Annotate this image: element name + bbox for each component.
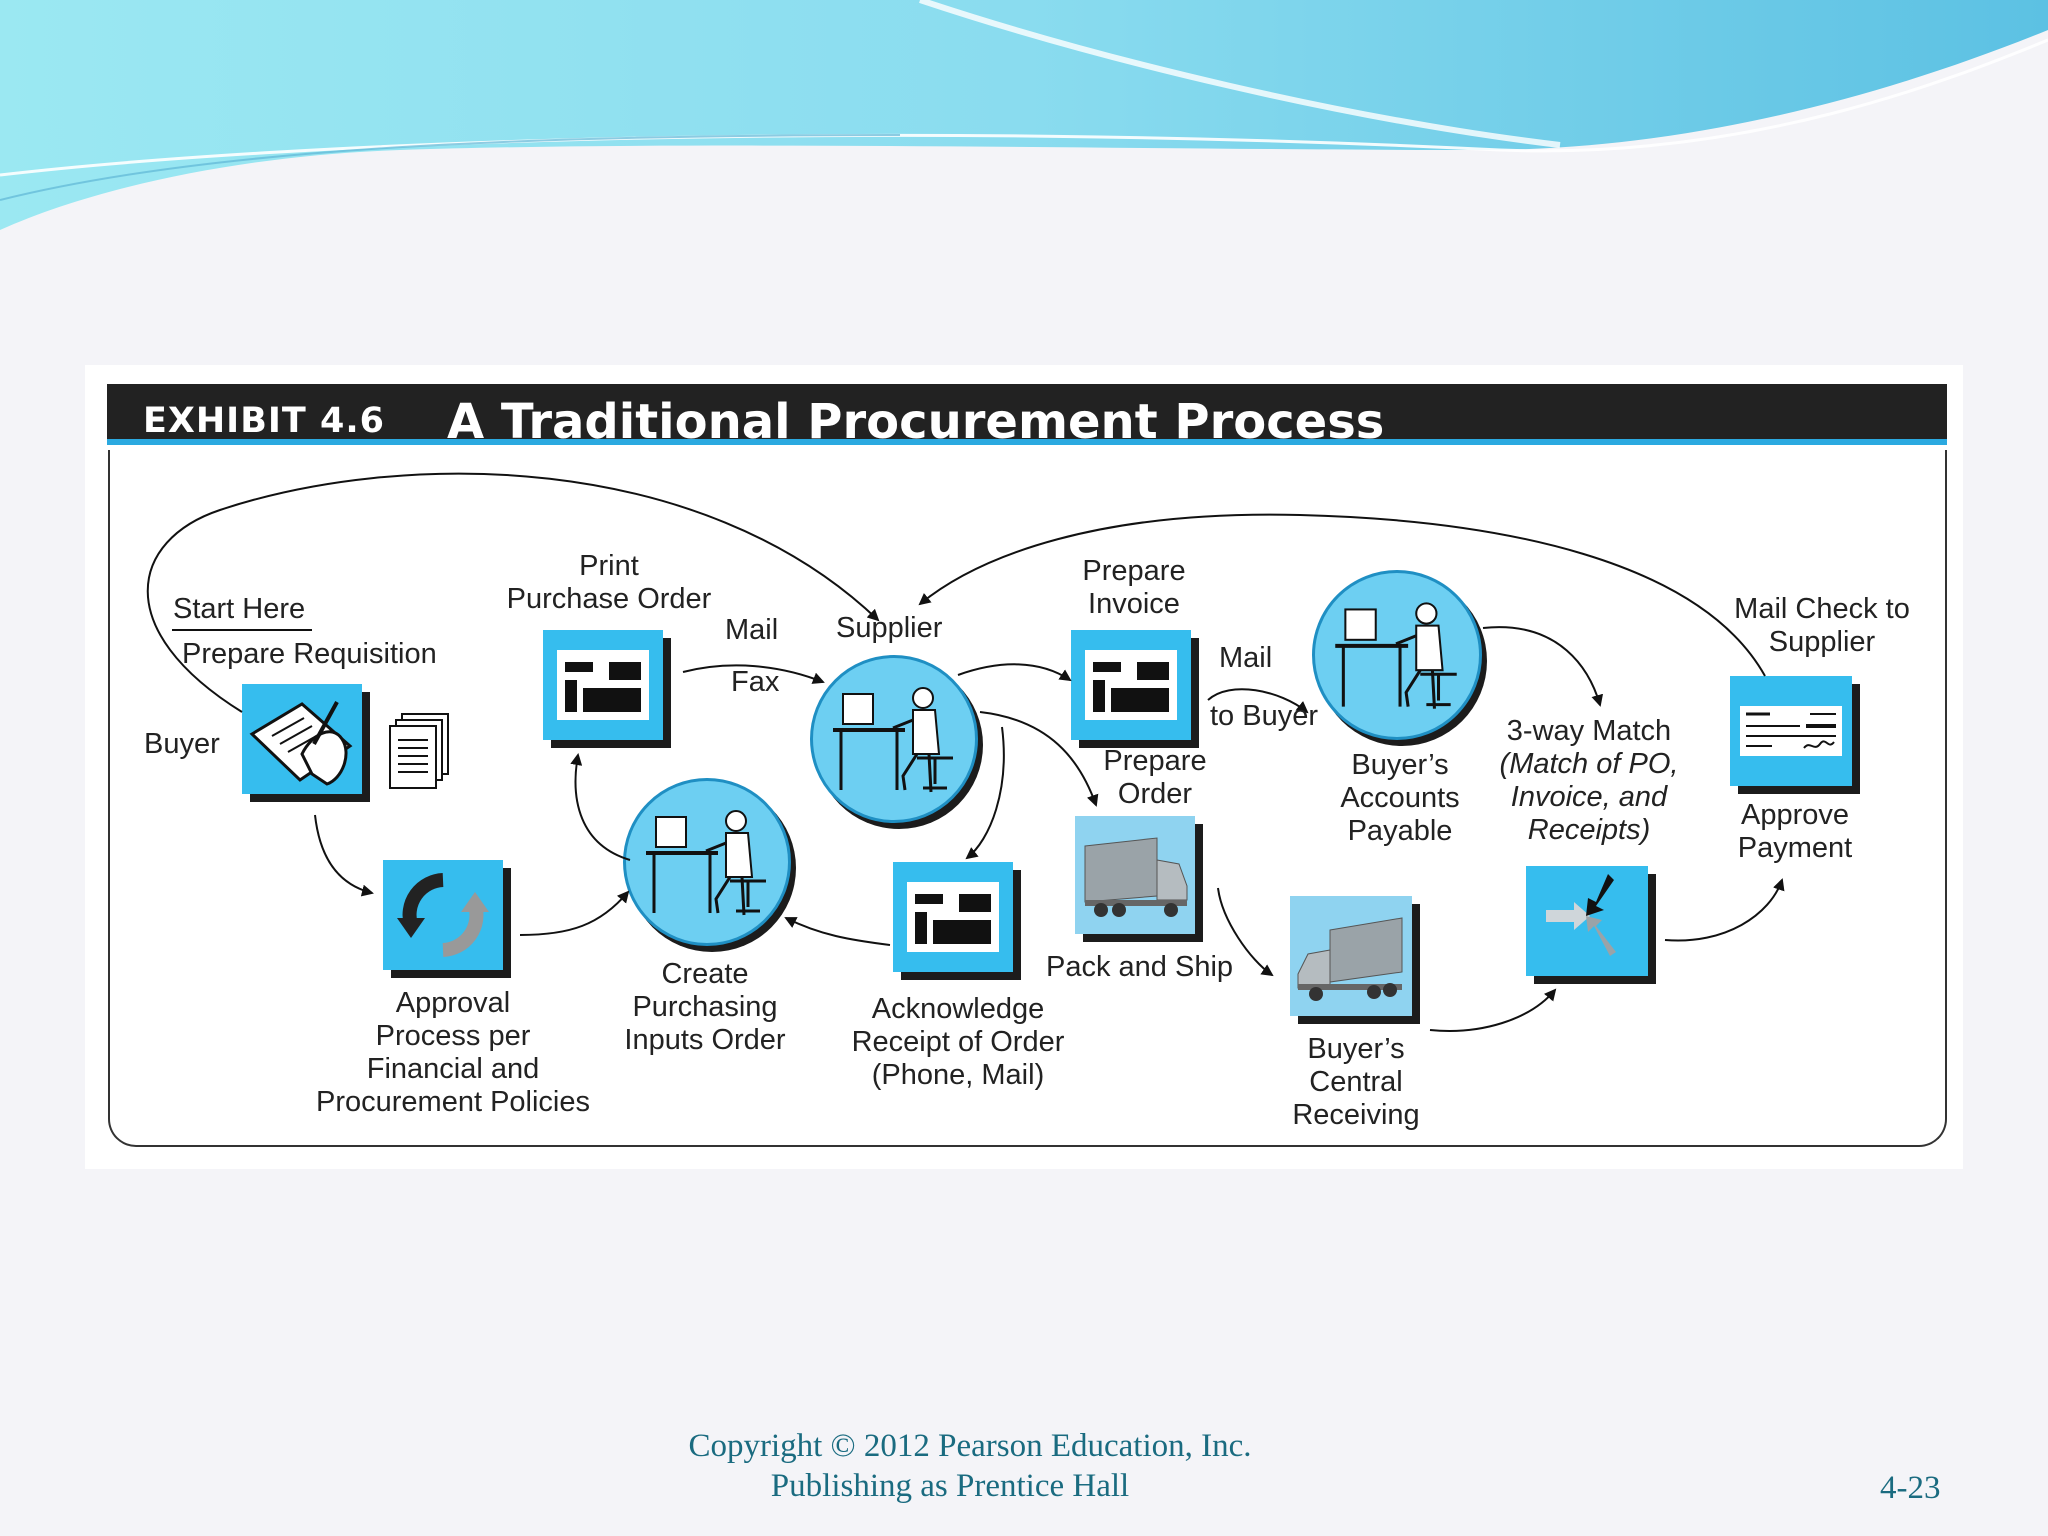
- print-po-label: Print Purchase Order: [498, 550, 720, 616]
- accounts-payable-circle: [1312, 570, 1482, 740]
- person-at-computer-icon: [1335, 602, 1457, 709]
- acknowledge-receipt-label: Acknowledge Receipt of Order (Phone, Mai…: [838, 993, 1078, 1092]
- pack-and-ship-label: Pack and Ship: [1046, 951, 1234, 983]
- requisition-box: [242, 684, 362, 794]
- approval-process-label: Approval Process per Financial and Procu…: [300, 987, 606, 1119]
- supplier-circle: [810, 655, 978, 823]
- invoice-box: [1071, 630, 1191, 740]
- approval-process-label-line2: Process per: [375, 1020, 531, 1052]
- three-way-match-label-line2: (Match of PO,: [1499, 748, 1679, 780]
- buyer-label: Buyer: [144, 728, 220, 760]
- mail-check-label-line2: Supplier: [1768, 626, 1876, 658]
- document-stack-icon: [389, 713, 449, 789]
- wave-banner: [0, 0, 2048, 230]
- print-po-label-line1: Print: [579, 550, 639, 582]
- mail-to-buyer-mail-label: Mail: [1219, 642, 1273, 674]
- approval-process-label-line1: Approval: [395, 987, 511, 1019]
- form-document-icon: [1085, 650, 1177, 720]
- fax-label: Fax: [731, 666, 780, 698]
- copyright-line1: Copyright © 2012 Pearson Education, Inc.: [688, 1428, 1252, 1464]
- create-order-label-line3: Inputs Order: [624, 1024, 786, 1056]
- accounts-payable-label-line3: Payable: [1347, 815, 1453, 847]
- prepare-requisition-label: Prepare Requisition: [182, 638, 437, 670]
- print-po-label-line2: Purchase Order: [506, 583, 712, 615]
- copyright-footer: Copyright © 2012 Pearson Education, Inc.…: [560, 1426, 1380, 1506]
- prepare-invoice-label: Prepare Invoice: [1066, 555, 1202, 621]
- exhibit-number: EXHIBIT 4.6: [143, 401, 385, 441]
- create-order-label-line2: Purchasing: [632, 991, 778, 1023]
- create-order-label-line1: Create: [661, 958, 749, 990]
- accounts-payable-label-line1: Buyer’s: [1351, 749, 1449, 781]
- three-way-match-label: 3-way Match (Match of PO, Invoice, and R…: [1492, 715, 1686, 847]
- approval-box: [383, 860, 503, 970]
- mail-check-label-line1: Mail Check to: [1734, 593, 1910, 625]
- refresh-cycle-icon: [397, 873, 489, 957]
- form-document-icon: [557, 650, 649, 720]
- approval-process-label-line3: Financial and: [366, 1053, 540, 1085]
- central-receiving-label-line3: Receiving: [1292, 1099, 1420, 1131]
- form-document-icon: [907, 882, 999, 952]
- approve-payment-box: [1730, 676, 1852, 786]
- copyright-line2: Publishing as Prentice Hall: [770, 1468, 1130, 1504]
- three-way-match-label-line3: Invoice, and: [1510, 781, 1668, 813]
- start-here-label: Start Here: [173, 593, 306, 625]
- hand-writing-icon: [249, 701, 353, 786]
- prepare-order-label: Prepare Order: [1090, 745, 1220, 811]
- acknowledge-receipt-label-line2: Receipt of Order: [851, 1026, 1065, 1058]
- delivery-truck-icon: [1084, 837, 1188, 917]
- approval-process-label-line4: Procurement Policies: [316, 1086, 590, 1118]
- accounts-payable-label-line2: Accounts: [1340, 782, 1460, 814]
- central-receiving-label: Buyer’s Central Receiving: [1276, 1033, 1436, 1132]
- create-order-circle: [623, 778, 791, 946]
- approve-payment-label-line1: Approve: [1740, 799, 1849, 831]
- supplier-label: Supplier: [836, 612, 943, 644]
- bank-check-icon: [1740, 706, 1842, 756]
- acknowledge-box: [893, 862, 1013, 972]
- match-box: [1526, 866, 1648, 976]
- acknowledge-receipt-label-line3: (Phone, Mail): [871, 1059, 1045, 1091]
- pack-ship-box: [1075, 816, 1195, 934]
- purchase-order-box: [543, 630, 663, 740]
- central-receiving-label-line1: Buyer’s: [1307, 1033, 1405, 1065]
- person-at-computer-icon: [646, 810, 766, 916]
- person-at-computer-icon: [833, 687, 953, 793]
- prepare-order-label-line2: Order: [1117, 778, 1193, 810]
- central-receiving-box: [1290, 896, 1412, 1016]
- delivery-truck-icon: [1297, 917, 1403, 1001]
- diagram-panel: [108, 450, 1947, 1147]
- exhibit-title: A Traditional Procurement Process: [447, 394, 1385, 450]
- prepare-invoice-label-line2: Invoice: [1088, 588, 1180, 620]
- page-number: 4-23: [1880, 1470, 1941, 1506]
- acknowledge-receipt-label-line1: Acknowledge: [871, 993, 1045, 1025]
- mail-label: Mail: [725, 614, 779, 646]
- converging-arrows-icon: [1546, 874, 1616, 956]
- mail-check-label: Mail Check to Supplier: [1722, 593, 1922, 659]
- accounts-payable-label: Buyer’s Accounts Payable: [1320, 749, 1480, 848]
- to-buyer-label: to Buyer: [1210, 700, 1318, 732]
- prepare-invoice-label-line1: Prepare: [1082, 555, 1186, 587]
- approve-payment-label: Approve Payment: [1720, 799, 1870, 865]
- central-receiving-label-line2: Central: [1309, 1066, 1403, 1098]
- three-way-match-label-line4: Receipts): [1527, 814, 1651, 846]
- create-order-label: Create Purchasing Inputs Order: [612, 958, 798, 1057]
- exhibit-header-bar: [107, 384, 1947, 445]
- prepare-order-label-line1: Prepare: [1103, 745, 1207, 777]
- three-way-match-label-line1: 3-way Match: [1506, 715, 1672, 747]
- approve-payment-label-line2: Payment: [1737, 832, 1853, 864]
